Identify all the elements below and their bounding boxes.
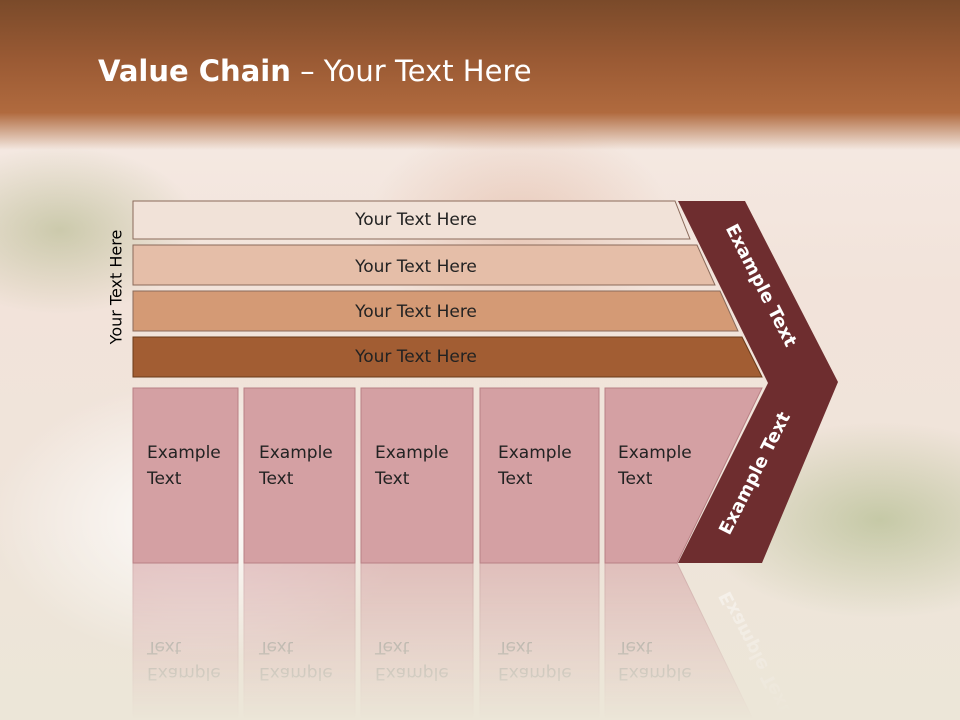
refl-box-2-line1: Example bbox=[259, 663, 333, 683]
box-4-line2: Text bbox=[497, 469, 533, 489]
refl-box-3-line2: Text bbox=[374, 637, 410, 657]
box-1-line2: Text bbox=[146, 469, 182, 489]
title-bold: Value Chain bbox=[98, 54, 291, 88]
bar-2-label: Your Text Here bbox=[354, 257, 477, 277]
bar-1 bbox=[132, 200, 691, 240]
slide-title: Value Chain – Your Text Here bbox=[98, 54, 532, 88]
refl-box-5-line2: Text bbox=[617, 637, 653, 657]
refl-box-2-line2: Text bbox=[258, 637, 294, 657]
title-rest: – Your Text Here bbox=[290, 54, 532, 88]
bar-1-label: Your Text Here bbox=[354, 210, 477, 230]
box-3 bbox=[360, 387, 474, 564]
refl-box-1-line1: Example bbox=[147, 663, 221, 683]
refl-box-5-line1: Example bbox=[618, 663, 692, 683]
refl-box-1-line2: Text bbox=[146, 637, 182, 657]
box-2-line2: Text bbox=[258, 469, 294, 489]
box-2-line1: Example bbox=[259, 443, 333, 463]
refl-box-3-line1: Example bbox=[375, 663, 449, 683]
bar-4 bbox=[132, 336, 763, 378]
box-3-line1: Example bbox=[375, 443, 449, 463]
title-banner bbox=[0, 0, 960, 150]
box-1-line1: Example bbox=[147, 443, 221, 463]
refl-box-4-line1: Example bbox=[498, 663, 572, 683]
bar-3-label: Your Text Here bbox=[354, 302, 477, 322]
box-5-line2: Text bbox=[617, 469, 653, 489]
box-1 bbox=[132, 387, 239, 564]
box-4-line1: Example bbox=[498, 443, 572, 463]
box-5-line1: Example bbox=[618, 443, 692, 463]
bar-4-label: Your Text Here bbox=[354, 347, 477, 367]
bar-2 bbox=[132, 244, 716, 286]
box-3-line2: Text bbox=[374, 469, 410, 489]
refl-box-4-line2: Text bbox=[497, 637, 533, 657]
box-2 bbox=[243, 387, 356, 564]
bar-3 bbox=[132, 290, 739, 332]
box-4 bbox=[479, 387, 600, 564]
